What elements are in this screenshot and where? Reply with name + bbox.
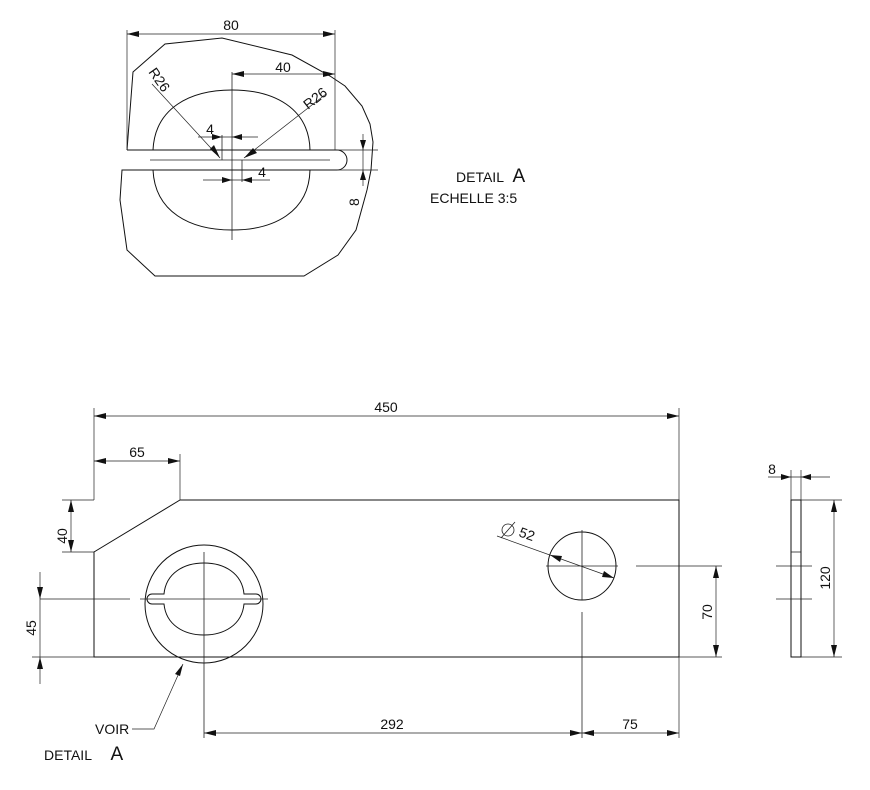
dim-40-chamfer-label: 40: [54, 528, 70, 544]
detail-outline-lower: [119, 169, 368, 277]
detail-opening-top: [152, 89, 311, 151]
dim-70-label: 70: [699, 604, 715, 620]
dim-8-label: 8: [346, 198, 362, 206]
dim-80-label: 80: [223, 17, 239, 33]
dim-40-label: 40: [275, 59, 291, 75]
radius-left-label: R26: [146, 65, 174, 95]
radius-right-label: R26: [300, 84, 330, 113]
detail-opening-bottom: [152, 169, 311, 231]
dim-292-label: 292: [380, 716, 404, 732]
detail-outline-upper: [126, 37, 374, 191]
plate-outline: [93, 499, 680, 658]
dim-450-label: 450: [374, 399, 398, 415]
detail-view: 80 40 R26 R26 4 4 8 DETAIL: [119, 17, 525, 277]
callout-leader: [132, 663, 184, 730]
dim-45-label: 45: [23, 620, 39, 636]
main-view: 52 450 65 40 45 70: [23, 399, 722, 765]
callout-voir: VOIR: [95, 721, 129, 737]
dim-65-label: 65: [129, 444, 145, 460]
side-dim-8-label: 8: [768, 461, 776, 477]
side-dim-120-label: 120: [817, 566, 833, 590]
side-plate: [790, 499, 802, 658]
detail-slot-end: [336, 149, 348, 171]
dim-4-bottom-label: 4: [258, 164, 266, 180]
dim-4-top-label: 4: [206, 121, 214, 137]
callout-detail: DETAIL A: [44, 744, 123, 765]
dim-75-label: 75: [622, 716, 638, 732]
diameter-symbol: [500, 521, 516, 539]
detail-title: DETAIL A: [456, 166, 525, 187]
side-view: 8 120: [768, 461, 842, 658]
detail-scale: ECHELLE 3:5: [430, 190, 517, 206]
dim-52-label: 52: [517, 524, 537, 544]
